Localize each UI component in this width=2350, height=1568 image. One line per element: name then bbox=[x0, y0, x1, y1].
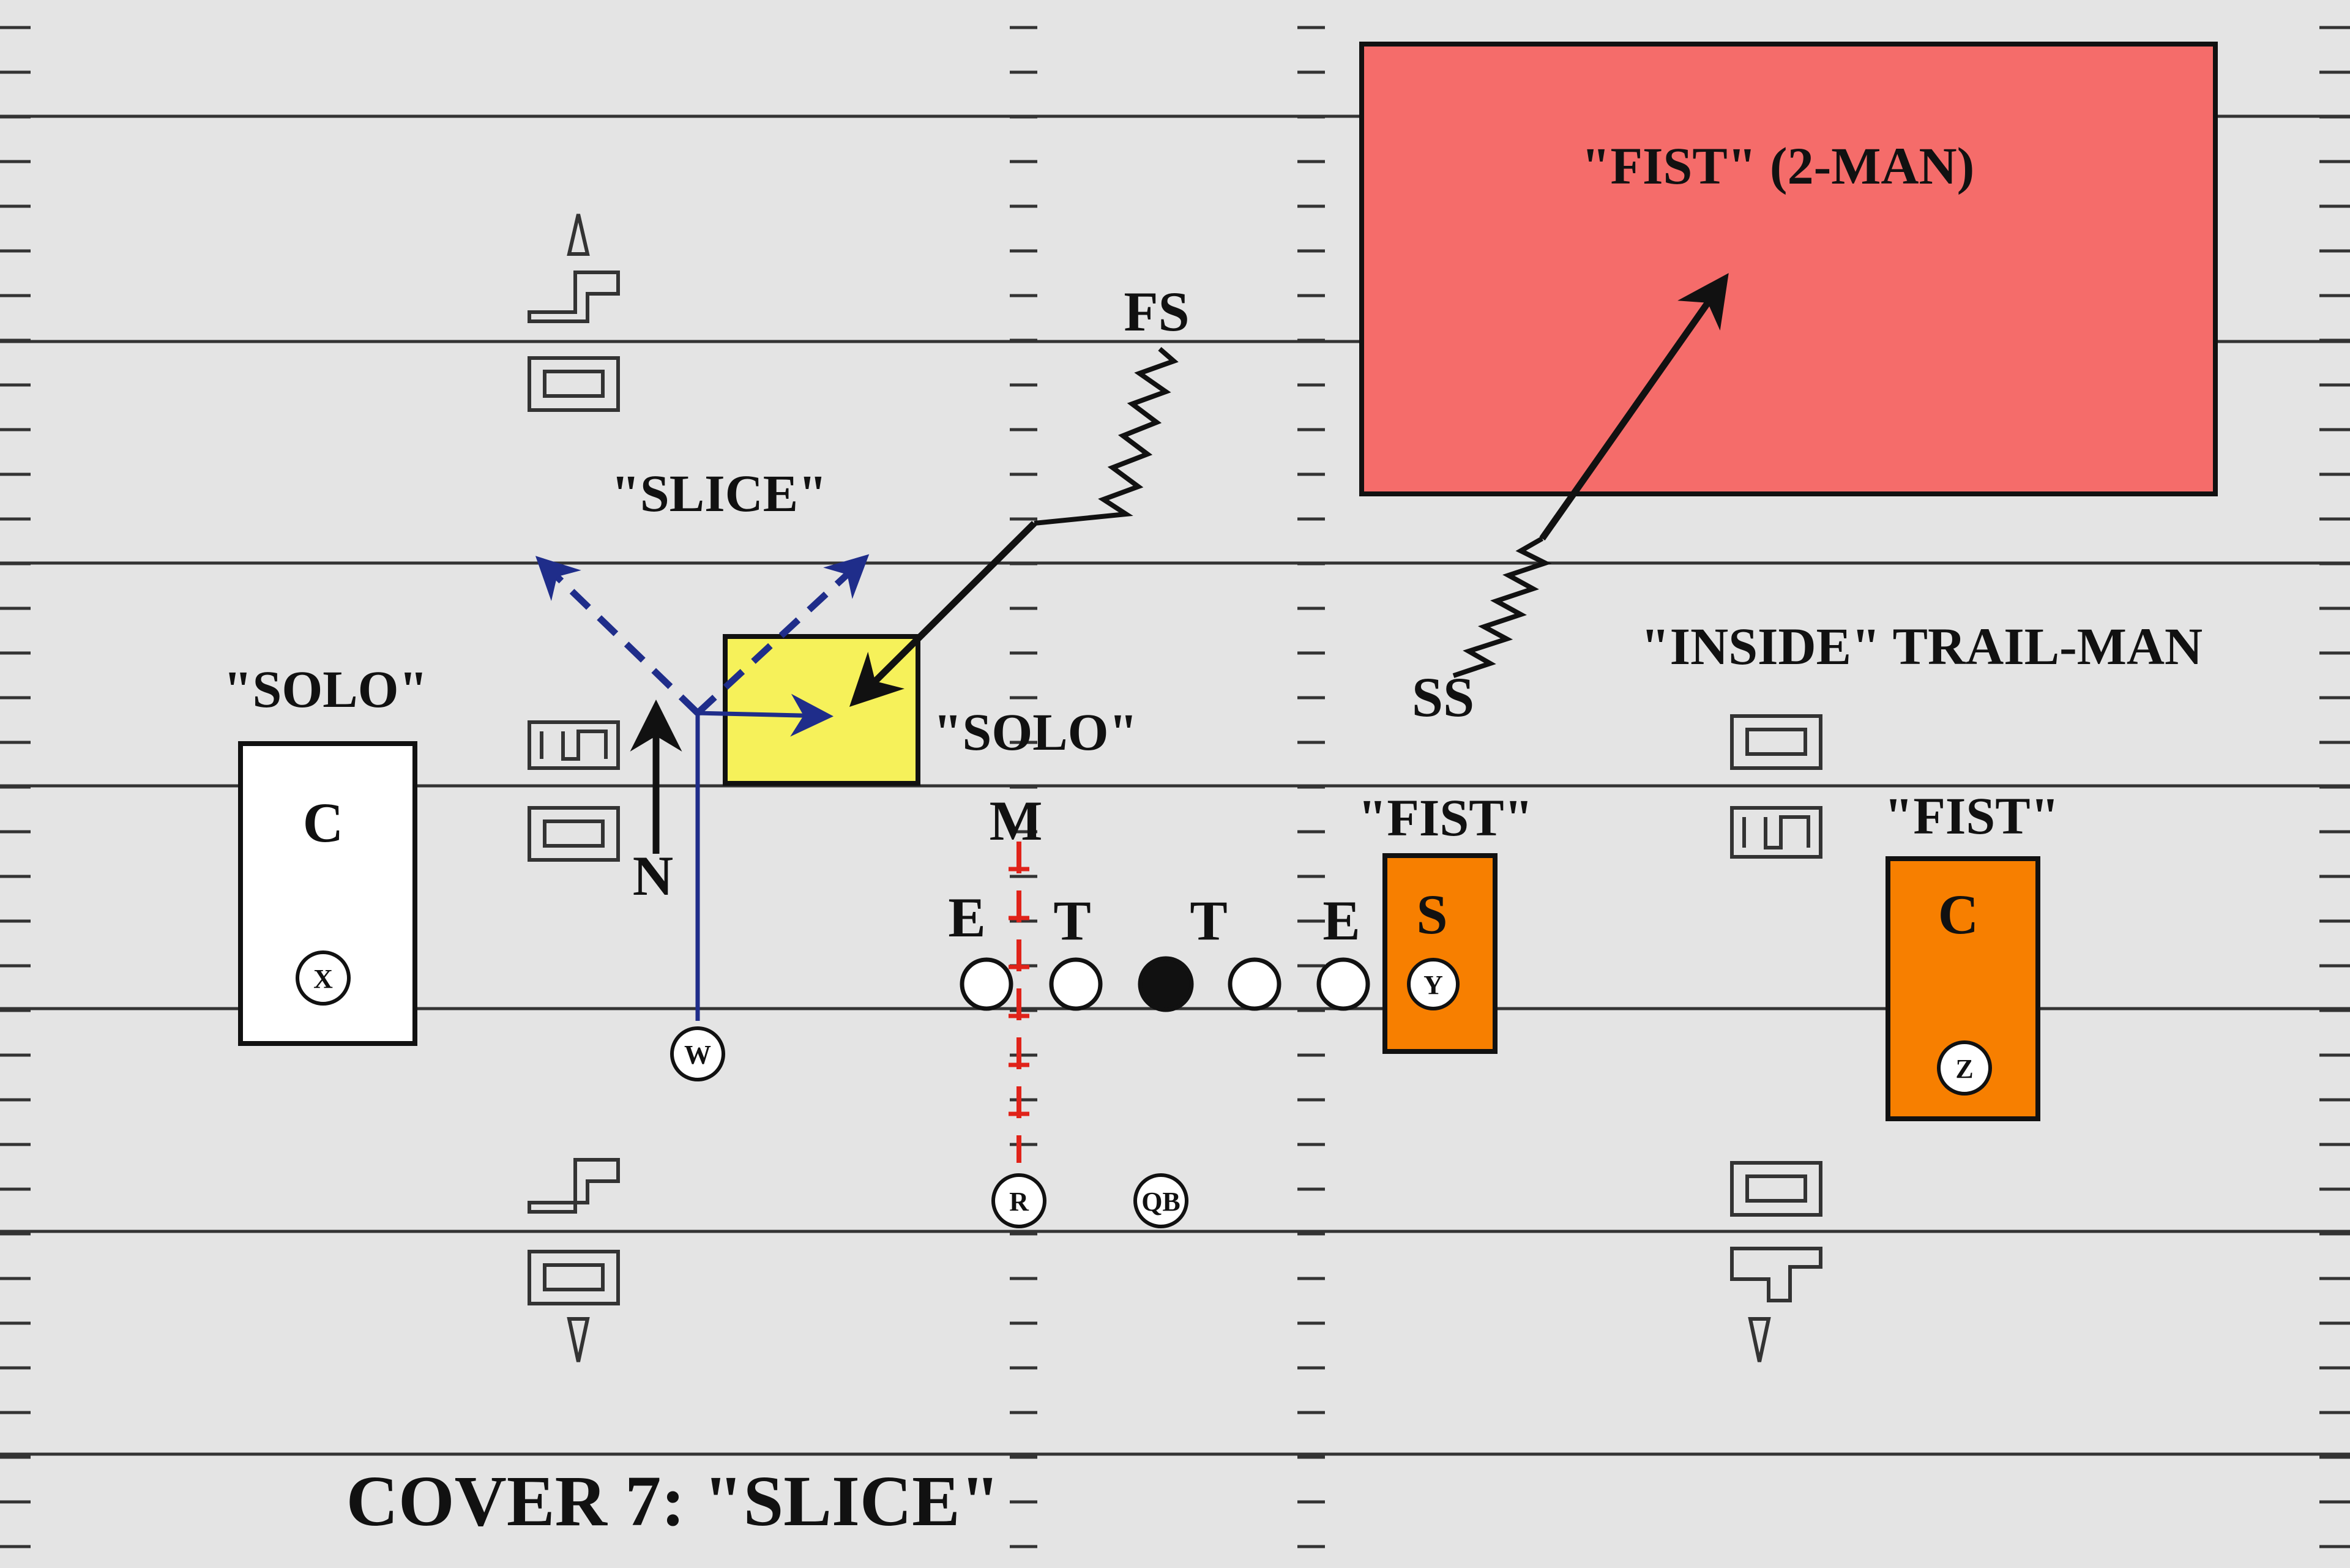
fist-2man-label: "FIST" (2-MAN) bbox=[1581, 136, 1974, 195]
defender-m: M bbox=[990, 790, 1043, 852]
solo-middle-label: "SOLO" bbox=[933, 703, 1138, 761]
fist-s-label: "FIST" bbox=[1358, 788, 1534, 847]
zigzag-backpedal-icon bbox=[1034, 346, 1552, 678]
fist-c-label: "FIST" bbox=[1884, 786, 2060, 845]
defender-c-right: C bbox=[1938, 883, 1979, 946]
diagram-title: COVER 7: "SLICE" bbox=[346, 1461, 1001, 1541]
receiver-w bbox=[670, 1026, 725, 1081]
fist-2man-zone bbox=[1359, 42, 2218, 496]
z-label: Z bbox=[1955, 1054, 1973, 1084]
defender-e-right: E bbox=[1322, 889, 1360, 952]
quarterback bbox=[1133, 1173, 1188, 1228]
receiver-y bbox=[1407, 958, 1460, 1010]
defender-e-left: E bbox=[948, 886, 985, 949]
solo-left-label: "SOLO" bbox=[223, 660, 428, 719]
y-label: Y bbox=[1423, 970, 1443, 1000]
receiver-z bbox=[1937, 1040, 1992, 1096]
defender-c-left: C bbox=[303, 791, 343, 854]
qb-label: QB bbox=[1141, 1187, 1181, 1217]
red-route-ticks bbox=[1009, 867, 1029, 1116]
defender-ss: SS bbox=[1412, 666, 1474, 728]
w-label: W bbox=[684, 1040, 711, 1070]
offensive-lineman-icon bbox=[960, 957, 1370, 1011]
defender-s: S bbox=[1416, 883, 1447, 946]
running-back-r bbox=[991, 1173, 1046, 1228]
defender-fs: FS bbox=[1124, 280, 1189, 343]
hash-marks bbox=[0, 26, 2350, 1548]
yard-number-icon bbox=[528, 214, 620, 1362]
inside-trail-label: "INSIDE" TRAIL-MAN bbox=[1641, 617, 2203, 676]
center-icon bbox=[1138, 956, 1194, 1012]
slice-label: "SLICE" bbox=[611, 464, 827, 523]
r-label: R bbox=[1009, 1187, 1029, 1217]
x-label: X bbox=[313, 964, 333, 994]
arrow-icon bbox=[630, 273, 1729, 854]
defender-t-left: T bbox=[1053, 889, 1091, 952]
fist-s-zone bbox=[1382, 853, 1498, 1054]
defender-n: N bbox=[633, 845, 673, 907]
defender-t-right: T bbox=[1190, 889, 1227, 952]
receiver-x bbox=[296, 950, 351, 1006]
